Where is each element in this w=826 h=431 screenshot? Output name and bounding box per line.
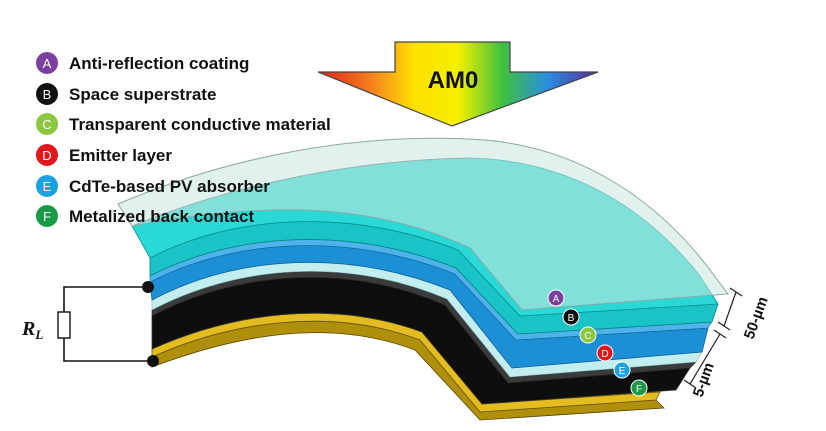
layer-stack (117, 137, 729, 421)
svg-text:F: F (636, 384, 642, 395)
legend-label-d: Emitter layer (69, 146, 172, 165)
legend-item-d: D Emitter layer (36, 144, 172, 166)
svg-text:D: D (42, 148, 51, 163)
legend-item-c: C Transparent conductive material (36, 113, 331, 135)
badge-a: A (547, 289, 565, 307)
legend-badge-d (36, 144, 58, 166)
legend-item-b: B Space superstrate (36, 83, 216, 105)
layer-badges: A B C D E F (547, 289, 648, 397)
svg-text:E: E (619, 366, 626, 377)
svg-text:F: F (43, 209, 51, 224)
am0-label: AM0 (428, 67, 479, 94)
circuit-wire-bottom (63, 338, 153, 362)
load-circuit: RL (21, 281, 159, 367)
legend: A Anti-reflection coating B Space supers… (36, 52, 331, 227)
svg-text:E: E (43, 179, 52, 194)
svg-text:B: B (568, 313, 575, 324)
spectrum-arrow-shape (317, 41, 599, 127)
terminal-bottom (147, 355, 159, 367)
svg-text:A: A (43, 56, 52, 71)
circuit-wire-top (63, 286, 148, 312)
legend-badge-b (36, 83, 58, 105)
svg-text:C: C (584, 331, 591, 342)
legend-item-e: E CdTe-based PV absorber (36, 175, 270, 197)
legend-label-e: CdTe-based PV absorber (69, 177, 270, 196)
badge-f: F (630, 379, 648, 397)
legend-label-a: Anti-reflection coating (69, 54, 249, 73)
badge-d: D (596, 344, 614, 362)
badge-b: B (562, 308, 580, 326)
load-resistor (57, 311, 71, 339)
legend-label-b: Space superstrate (69, 85, 216, 104)
svg-text:C: C (42, 117, 51, 132)
legend-label-f: Metalized back contact (69, 207, 255, 226)
legend-badge-f (36, 205, 58, 227)
svg-text:A: A (553, 294, 560, 305)
load-label: RL (21, 318, 43, 342)
svg-text:B: B (43, 87, 52, 102)
am0-arrow: AM0 (317, 41, 599, 127)
legend-label-c: Transparent conductive material (69, 115, 331, 134)
dimension-50um-label: 50-µm (741, 295, 772, 342)
legend-item-a: A Anti-reflection coating (36, 52, 249, 74)
badge-e: E (613, 361, 631, 379)
legend-item-f: F Metalized back contact (36, 205, 255, 227)
coating-layer (117, 137, 729, 311)
dimension-5um-label: 5-µm (690, 360, 718, 399)
legend-badge-c (36, 113, 58, 135)
legend-badge-e (36, 175, 58, 197)
svg-text:D: D (601, 349, 608, 360)
dimension-50um: 50-µm (717, 287, 772, 342)
badge-c: C (579, 326, 597, 344)
terminal-top (142, 281, 154, 293)
legend-badge-a (36, 52, 58, 74)
